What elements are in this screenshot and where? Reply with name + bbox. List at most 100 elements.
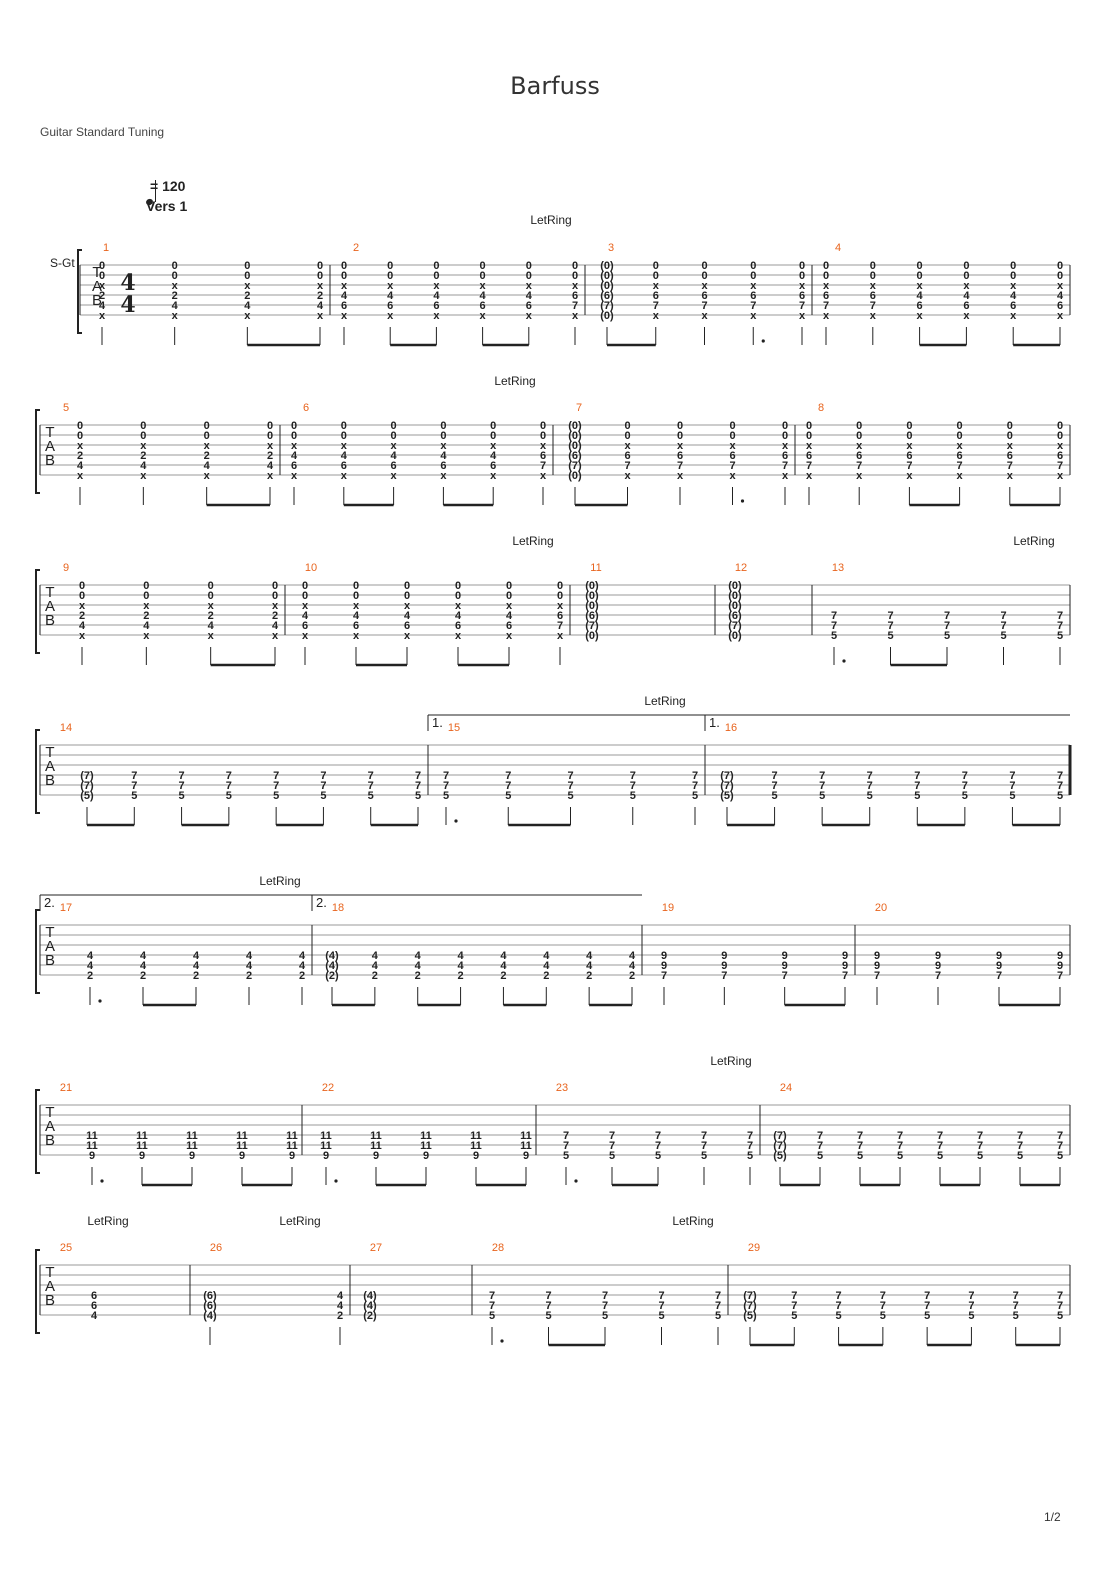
- fret-number: 5: [977, 1150, 983, 1162]
- measure-number: 24: [780, 1082, 792, 1094]
- fret-number: x: [870, 280, 877, 292]
- fret-number: 4: [143, 620, 150, 632]
- fret-number: 5: [701, 1150, 707, 1162]
- dot: [761, 339, 765, 343]
- fret-number: 7: [692, 770, 698, 782]
- fret-number: (5): [80, 790, 94, 802]
- fret-number: 4: [526, 290, 533, 302]
- fret-number: x: [957, 440, 964, 452]
- fret-number: 7: [505, 780, 511, 792]
- fret-number: 0: [317, 270, 323, 282]
- system-bracket: [35, 909, 40, 994]
- fret-number: 6: [353, 620, 359, 632]
- volta-label: 1.: [709, 715, 720, 730]
- fret-number: x: [455, 630, 462, 642]
- fret-number: x: [806, 440, 813, 452]
- dot: [740, 499, 745, 503]
- fret-number: 7: [857, 1140, 863, 1152]
- fret-number: x: [677, 470, 684, 482]
- fret-number: 6: [917, 300, 923, 312]
- fret-number: x: [302, 630, 309, 642]
- fret-number: 0: [701, 270, 707, 282]
- fret-number: (7): [600, 300, 614, 312]
- fret-number: (6): [600, 290, 614, 302]
- fret-number: 4: [193, 960, 200, 972]
- tab-clef-letter: T: [45, 424, 54, 441]
- fret-number: 0: [963, 270, 969, 282]
- measure-number: 3: [608, 242, 614, 254]
- tab-clef-letter: B: [45, 612, 55, 629]
- measure-number: 25: [60, 1242, 72, 1254]
- measure-number: 18: [332, 902, 344, 914]
- fret-number: 9: [473, 1150, 479, 1162]
- fret-number: 4: [963, 290, 970, 302]
- fret-number: (0): [600, 260, 614, 272]
- fret-number: (0): [728, 590, 742, 602]
- fret-number: 7: [897, 1130, 903, 1142]
- dot: [454, 819, 458, 823]
- fret-number: 7: [572, 300, 578, 312]
- fret-number: 2: [172, 290, 178, 302]
- tab-clef-letter: B: [45, 1292, 55, 1309]
- fret-number: (7): [773, 1130, 787, 1142]
- fret-number: 9: [782, 960, 788, 972]
- fret-number: 0: [291, 420, 297, 432]
- fret-number: 7: [602, 1300, 608, 1312]
- fret-number: 0: [653, 270, 659, 282]
- fret-number: 0: [267, 430, 273, 442]
- fret-number: 4: [480, 290, 487, 302]
- fret-number: 0: [391, 430, 397, 442]
- fret-number: (0): [585, 580, 599, 592]
- fret-number: 7: [655, 1130, 661, 1142]
- fret-number: 7: [1057, 460, 1063, 472]
- fret-number: 9: [661, 950, 667, 962]
- fret-number: x: [440, 470, 447, 482]
- fret-number: 7: [867, 780, 873, 792]
- fret-number: 7: [806, 460, 812, 472]
- fret-number: 6: [750, 290, 756, 302]
- fret-number: 6: [1057, 450, 1063, 462]
- fret-number: x: [572, 280, 579, 292]
- fret-number: 7: [957, 460, 963, 472]
- fret-number: 7: [897, 1140, 903, 1152]
- fret-number: x: [653, 310, 660, 322]
- fret-number: 7: [557, 620, 563, 632]
- fret-number: 9: [842, 950, 848, 962]
- fret-number: 7: [443, 770, 449, 782]
- fret-number: 6: [540, 450, 546, 462]
- fret-number: 5: [937, 1150, 943, 1162]
- fret-number: 7: [661, 970, 667, 982]
- fret-number: 2: [246, 970, 252, 982]
- fret-number: 0: [701, 260, 707, 272]
- tab-clef-letter: T: [92, 264, 101, 281]
- time-signature-bottom: 4: [120, 292, 135, 318]
- fret-number: 5: [505, 790, 511, 802]
- fret-number: 4: [506, 610, 513, 622]
- fret-number: 5: [630, 790, 636, 802]
- fret-number: x: [701, 310, 708, 322]
- fret-number: 7: [563, 1130, 569, 1142]
- fret-number: 2: [143, 610, 149, 622]
- fret-number: 4: [317, 300, 324, 312]
- fret-number: 2: [244, 290, 250, 302]
- fret-number: 7: [874, 970, 880, 982]
- fret-number: x: [172, 310, 179, 322]
- fret-number: 5: [831, 630, 837, 642]
- fret-number: x: [272, 630, 279, 642]
- fret-number: x: [557, 630, 564, 642]
- fret-number: x: [506, 630, 513, 642]
- fret-number: 4: [299, 960, 306, 972]
- fret-number: 7: [131, 770, 137, 782]
- fret-number: 5: [1057, 790, 1063, 802]
- fret-number: (4): [203, 1310, 217, 1322]
- fret-number: 2: [337, 1310, 343, 1322]
- fret-number: 0: [267, 420, 273, 432]
- fret-number: 7: [320, 780, 326, 792]
- fret-number: 4: [458, 950, 465, 962]
- fret-number: x: [506, 600, 513, 612]
- fret-number: 0: [272, 590, 278, 602]
- fret-number: 4: [341, 290, 348, 302]
- fret-number: (0): [600, 270, 614, 282]
- fret-number: 0: [291, 430, 297, 442]
- system-bracket: [35, 409, 40, 494]
